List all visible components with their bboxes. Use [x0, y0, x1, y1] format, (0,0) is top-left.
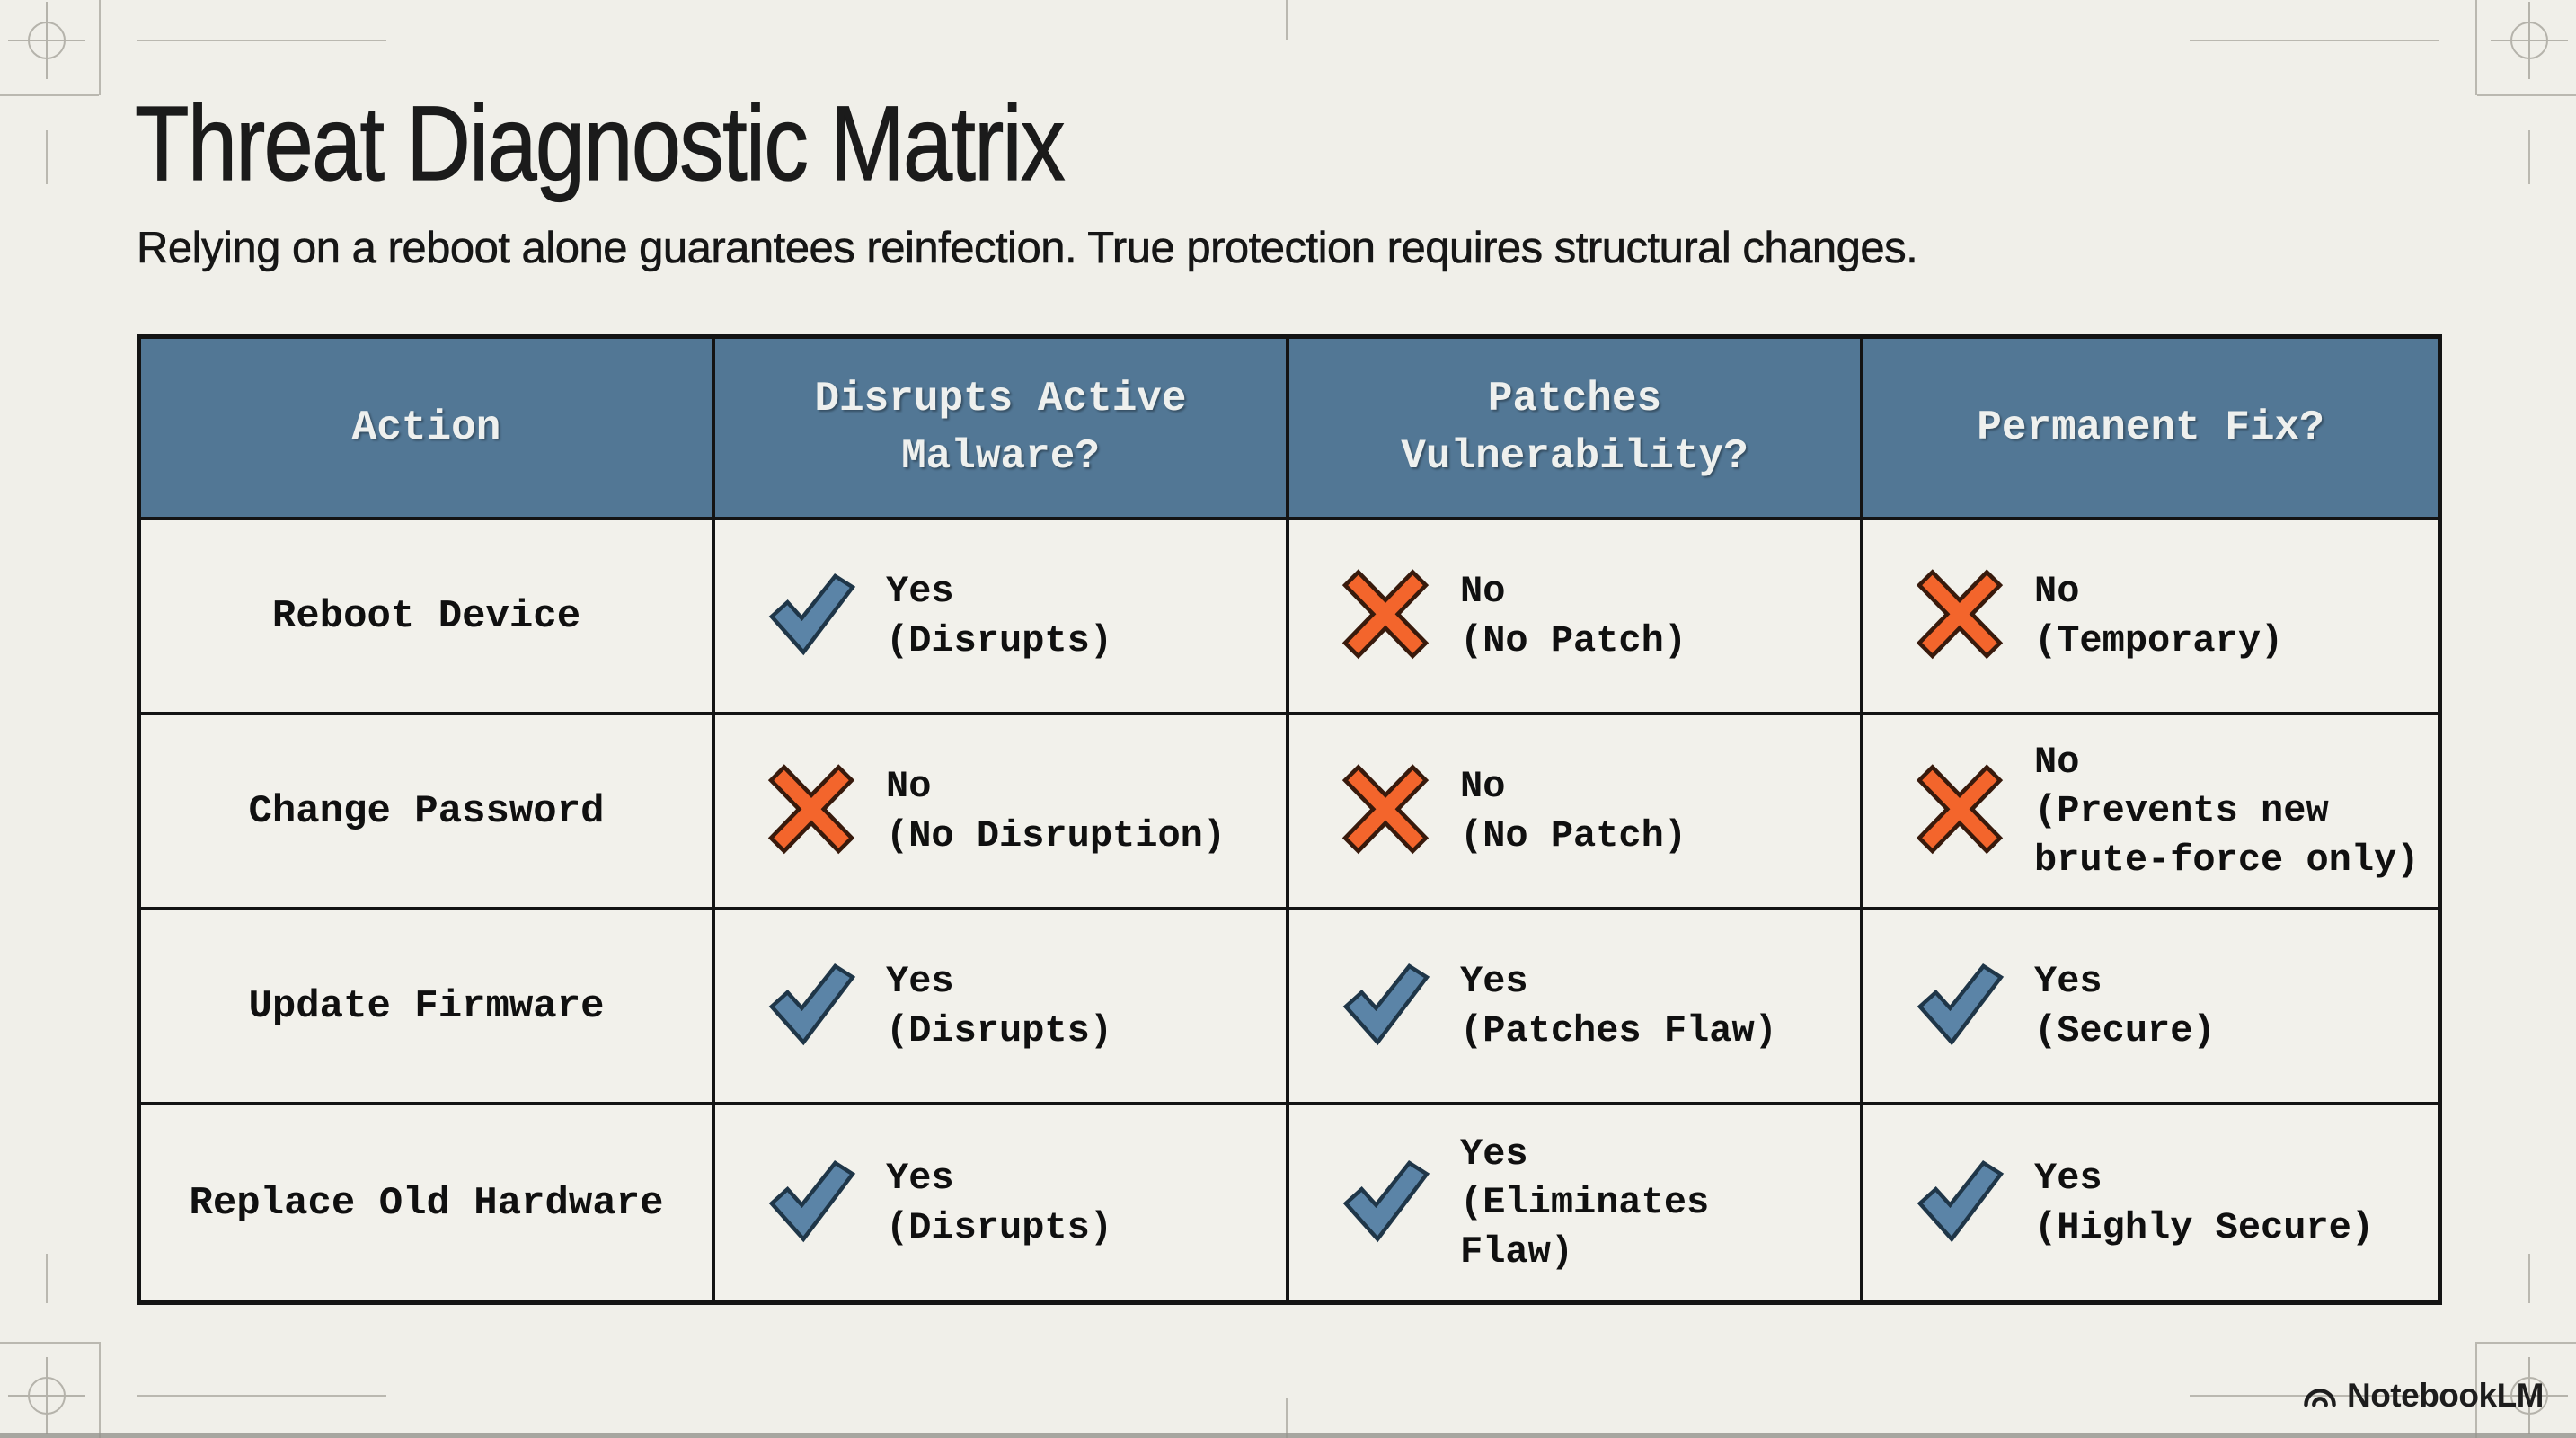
column-header-action: Action: [141, 339, 715, 520]
cross-icon: [1338, 567, 1433, 666]
registration-mark-icon: [2489, 1355, 2570, 1436]
detail-text: (Temporary): [2034, 618, 2284, 662]
table-cell: Yes (Disrupts): [715, 910, 1289, 1105]
check-icon: [764, 1154, 859, 1253]
cross-icon: [764, 762, 859, 861]
detail-text: (Disrupts): [886, 618, 1113, 662]
notebooklm-logo: NotebookLM: [2302, 1377, 2545, 1415]
detail-text: (Highly Secure): [2034, 1205, 2375, 1249]
check-icon: [764, 957, 859, 1056]
table-row-action: Update Firmware: [141, 910, 715, 1105]
table-cell: Yes (Eliminates Flaw): [1289, 1105, 1863, 1300]
verdict-text: No: [1460, 569, 1506, 613]
detail-text: (No Patch): [1460, 813, 1687, 857]
check-icon: [1912, 957, 2007, 1056]
screen-bottom-edge: [0, 1433, 2576, 1438]
table-cell: Yes (Patches Flaw): [1289, 910, 1863, 1105]
registration-mark-icon: [6, 1355, 87, 1436]
verdict-text: Yes: [2034, 959, 2102, 1003]
table-cell: No (No Disruption): [715, 715, 1289, 910]
table-cell: Yes (Secure): [1863, 910, 2438, 1105]
verdict-text: Yes: [886, 959, 954, 1003]
verdict-text: Yes: [2034, 1156, 2102, 1200]
check-icon: [1912, 1154, 2007, 1253]
table-cell: No (Prevents new brute-force only): [1863, 715, 2438, 910]
registration-mark-icon: [2489, 0, 2570, 81]
column-header-patches: Patches Vulnerability?: [1289, 339, 1863, 520]
detail-text: (Eliminates Flaw): [1460, 1181, 1710, 1274]
detail-text: (Disrupts): [886, 1205, 1113, 1249]
detail-text: (No Disruption): [886, 813, 1226, 857]
table-cell: Yes (Disrupts): [715, 520, 1289, 715]
cross-icon: [1912, 762, 2007, 861]
notebooklm-wordmark: NotebookLM: [2346, 1377, 2545, 1414]
notebooklm-icon: [2302, 1378, 2338, 1414]
detail-text: (Disrupts): [886, 1008, 1113, 1052]
detail-text: (Prevents new brute-force only): [2034, 789, 2420, 882]
table-cell: Yes (Highly Secure): [1863, 1105, 2438, 1300]
detail-text: (No Patch): [1460, 618, 1687, 662]
threat-matrix-table: Action Disrupts Active Malware? Patches …: [137, 334, 2442, 1305]
table-row-action: Replace Old Hardware: [141, 1105, 715, 1300]
column-header-permanent: Permanent Fix?: [1863, 339, 2438, 520]
verdict-text: No: [2034, 569, 2080, 613]
table-row-action: Reboot Device: [141, 520, 715, 715]
verdict-text: No: [886, 764, 932, 808]
page-subtitle: Relying on a reboot alone guarantees rei…: [137, 224, 1918, 273]
detail-text: (Patches Flaw): [1460, 1008, 1777, 1052]
check-icon: [1338, 1154, 1433, 1253]
cross-icon: [1912, 567, 2007, 666]
verdict-text: Yes: [886, 1156, 954, 1200]
table-cell: No (No Patch): [1289, 715, 1863, 910]
table-cell: No (Temporary): [1863, 520, 2438, 715]
verdict-text: Yes: [1460, 1132, 1528, 1176]
registration-mark-icon: [6, 0, 87, 81]
check-icon: [1338, 957, 1433, 1056]
page-title: Threat Diagnostic Matrix: [134, 84, 1066, 203]
column-header-disrupts: Disrupts Active Malware?: [715, 339, 1289, 520]
verdict-text: Yes: [1460, 959, 1528, 1003]
verdict-text: No: [2034, 740, 2080, 784]
verdict-text: Yes: [886, 569, 954, 613]
verdict-text: No: [1460, 764, 1506, 808]
cross-icon: [1338, 762, 1433, 861]
table-row-action: Change Password: [141, 715, 715, 910]
table-cell: No (No Patch): [1289, 520, 1863, 715]
check-icon: [764, 567, 859, 666]
detail-text: (Secure): [2034, 1008, 2216, 1052]
table-cell: Yes (Disrupts): [715, 1105, 1289, 1300]
